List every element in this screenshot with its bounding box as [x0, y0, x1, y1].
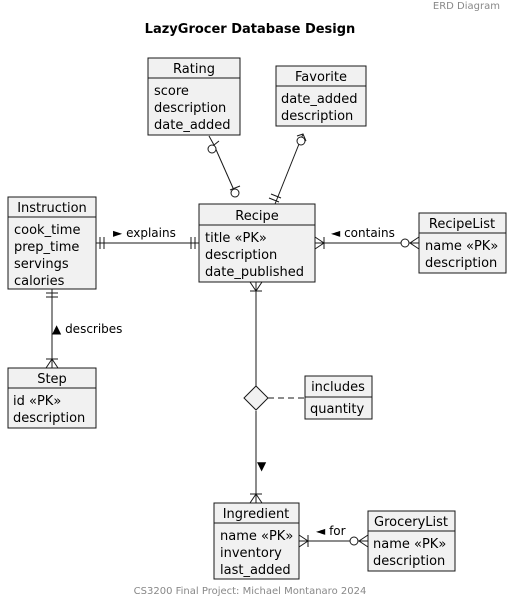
entity-step-name: Step — [37, 372, 67, 387]
entity-instruction-name: Instruction — [17, 201, 87, 216]
ingredient-end-marker — [298, 534, 309, 548]
entity-instruction-attr: calories — [14, 274, 65, 289]
instruction-end-marker — [99, 237, 105, 249]
diagram-title: LazyGrocer Database Design — [144, 22, 356, 37]
entity-includes-name: includes — [311, 380, 365, 395]
contains-label: ◄ contains — [331, 226, 395, 240]
entity-recipe-attr: date_published — [205, 265, 304, 280]
entity-instruction[interactable]: Instruction cook_time prep_time servings… — [7, 196, 97, 290]
instruction-bottom-marker — [46, 292, 58, 298]
entity-rating-name: Rating — [173, 62, 215, 77]
recipe-end-marker-recipelist — [314, 236, 325, 250]
recipe-end-marker-instruction — [190, 237, 196, 249]
entity-ingredient-attr: last_added — [220, 563, 291, 578]
favorite-recipe-line — [274, 133, 304, 205]
entity-recipe-name: Recipe — [235, 209, 278, 224]
entity-recipelist[interactable]: RecipeList name «PK» description — [418, 212, 507, 274]
entity-favorite-attr: date_added — [281, 92, 358, 107]
entity-rating-attr: date_added — [154, 118, 231, 133]
grocerylist-end-marker — [349, 534, 369, 548]
entity-includes-attr: quantity — [310, 402, 365, 417]
for-label: ◄ for — [316, 524, 346, 538]
entity-ingredient-name: Ingredient — [223, 507, 290, 522]
describes-label: ▲ describes — [52, 322, 122, 336]
entity-grocerylist-attr: name «PK» — [373, 537, 446, 552]
recipe-end-marker-rating — [229, 185, 241, 198]
recipe-bottom-marker — [249, 281, 263, 292]
explains-label: ► explains — [113, 226, 176, 240]
entity-recipe[interactable]: Recipe title «PK» description date_publi… — [198, 203, 316, 283]
entity-recipe-attr: description — [205, 248, 277, 263]
entity-rating[interactable]: Rating score description date_added — [147, 57, 241, 136]
favorite-end-marker — [296, 133, 307, 146]
entity-step-attr: description — [13, 411, 85, 426]
entity-grocerylist-attr: description — [373, 554, 445, 569]
step-end-marker — [45, 358, 59, 369]
entity-instruction-attr: prep_time — [14, 240, 79, 255]
entity-grocerylist-name: GroceryList — [374, 515, 448, 530]
entity-recipelist-attr: name «PK» — [425, 239, 498, 254]
entity-recipe-attr: title «PK» — [205, 231, 267, 246]
ingredient-top-marker — [249, 493, 263, 504]
entity-recipelist-name: RecipeList — [429, 217, 495, 232]
entity-step-attr: id «PK» — [13, 394, 61, 409]
entity-includes[interactable]: includes quantity — [304, 375, 373, 420]
entity-ingredient-attr: name «PK» — [220, 529, 293, 544]
entity-ingredient-attr: inventory — [220, 546, 282, 561]
entity-step[interactable]: Step id «PK» description — [7, 367, 97, 429]
includes-direction-arrow: ▼ — [257, 459, 267, 473]
entity-favorite-name: Favorite — [295, 70, 347, 85]
entity-ingredient[interactable]: Ingredient name «PK» inventory last_adde… — [213, 502, 300, 580]
entity-instruction-attr: cook_time — [14, 223, 80, 238]
entity-recipelist-attr: description — [425, 256, 497, 271]
entity-instruction-attr: servings — [14, 257, 69, 272]
entity-rating-attr: description — [154, 101, 226, 116]
entity-grocerylist[interactable]: GroceryList name «PK» description — [367, 510, 456, 572]
entity-favorite-attr: description — [281, 109, 353, 124]
rating-end-marker — [207, 135, 220, 154]
entity-rating-attr: score — [154, 84, 189, 99]
diagram-type-label: ERD Diagram — [432, 1, 500, 12]
diagram-footer: CS3200 Final Project: Michael Montanaro … — [133, 586, 367, 597]
recipe-end-marker-favorite — [268, 193, 282, 203]
entity-favorite[interactable]: Favorite date_added description — [275, 65, 367, 127]
recipelist-end-marker — [400, 236, 420, 250]
includes-diamond[interactable] — [243, 385, 269, 411]
